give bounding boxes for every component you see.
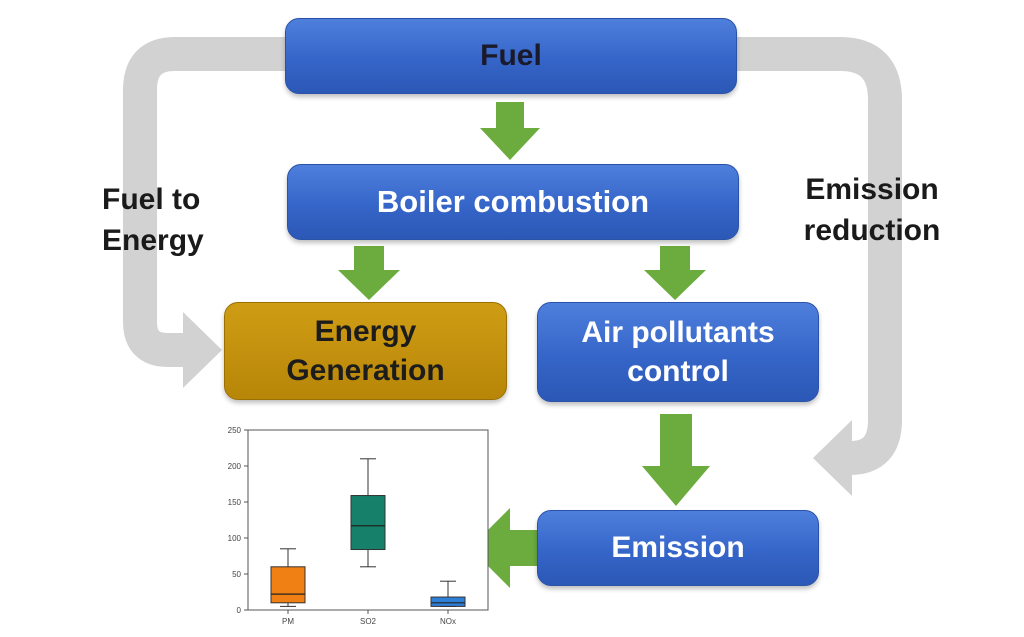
y-tick-label: 150: [228, 498, 242, 507]
box-nox: [430, 596, 466, 607]
air-pollutants-label-line2: control: [627, 355, 729, 388]
fuel-to-energy-label: Fuel to Energy: [102, 180, 252, 261]
emission-reduction-line1: Emission: [805, 173, 939, 206]
energy-generation-box: Energy Generation: [224, 302, 507, 400]
energy-generation-label-line2: Generation: [286, 354, 445, 387]
arrow-boiler-to-air: [644, 246, 706, 300]
emission-label: Emission: [611, 531, 745, 564]
emission-reduction-label: Emission reduction: [782, 170, 962, 251]
air-pollutants-control-box: Air pollutants control: [537, 302, 819, 402]
arrow-fuel-to-boiler: [480, 102, 540, 160]
box-so2: [350, 495, 386, 551]
emission-box: Emission: [537, 510, 819, 586]
energy-generation-label-line1: Energy: [314, 315, 417, 348]
y-tick-label: 0: [237, 606, 242, 615]
fuel-to-energy-loop-arrow: [123, 37, 285, 388]
box-pm: [270, 566, 306, 604]
arrow-emission-to-chart: [470, 508, 554, 588]
arrow-boiler-to-energy: [338, 246, 400, 300]
arrow-air-to-emission: [642, 414, 710, 506]
emission-reduction-loop-arrow: [737, 37, 902, 496]
fuel-label: Fuel: [480, 39, 542, 72]
y-tick-label: 250: [228, 426, 242, 435]
boiler-combustion-box: Boiler combustion: [287, 164, 739, 240]
y-tick-label: 100: [228, 534, 242, 543]
emission-reduction-line2: reduction: [803, 213, 941, 247]
x-tick-label: SO2: [360, 617, 377, 626]
x-tick-label: PM: [282, 617, 294, 626]
fuel-to-energy-line2: Energy: [102, 223, 204, 257]
y-tick-label: 50: [232, 570, 241, 579]
air-pollutants-label-line1: Air pollutants: [581, 316, 775, 349]
boiler-combustion-label: Boiler combustion: [376, 184, 650, 219]
x-tick-label: NOx: [440, 617, 456, 626]
fuel-box: Fuel: [285, 18, 737, 94]
y-tick-label: 200: [228, 462, 242, 471]
fuel-to-energy-line1: Fuel to: [102, 183, 201, 216]
